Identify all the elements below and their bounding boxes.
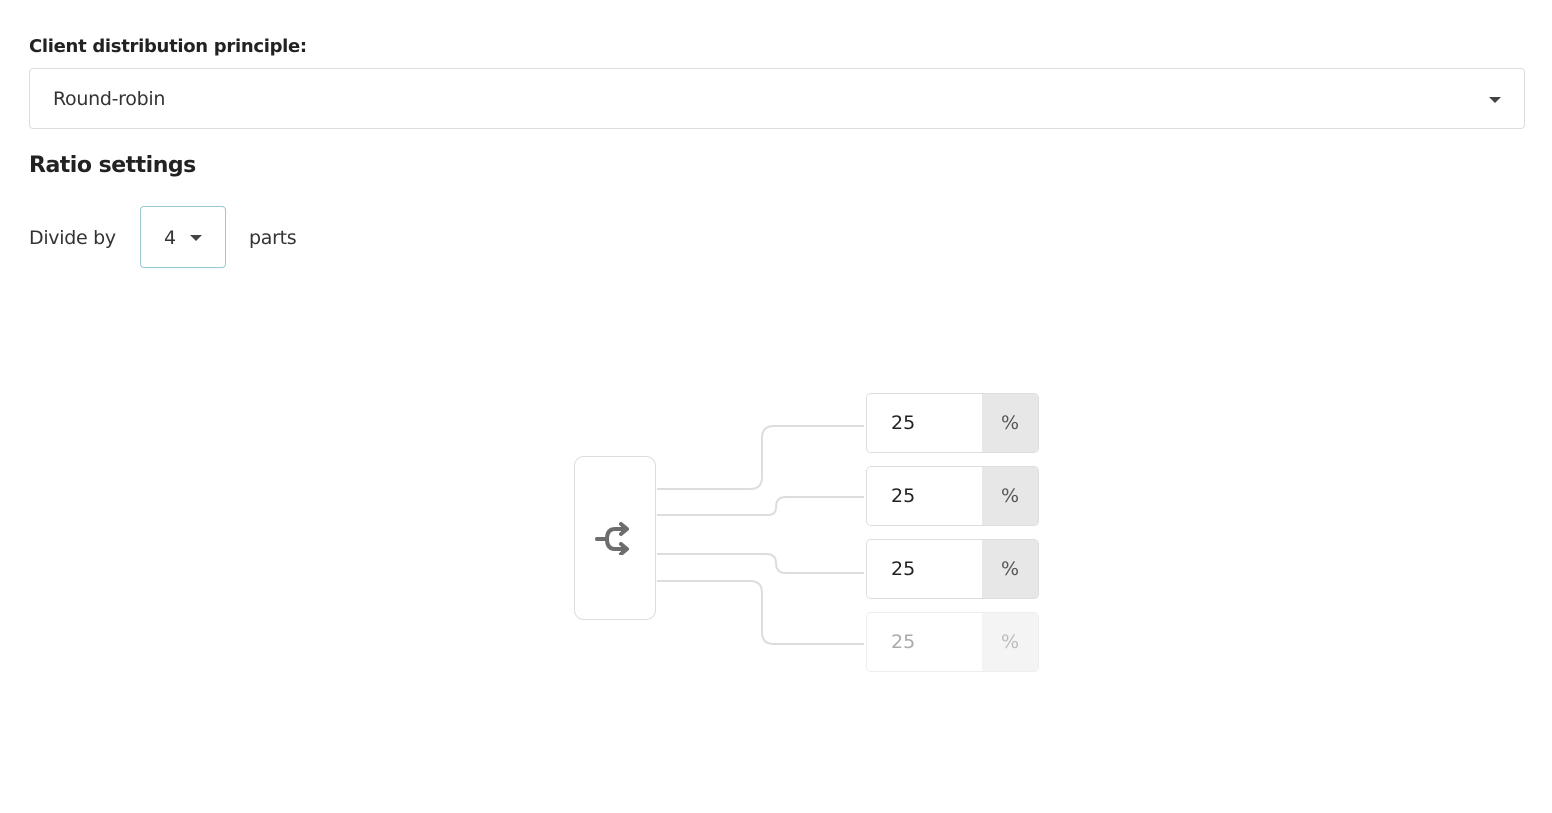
percent-suffix: % [982,540,1038,598]
chevron-down-icon [190,235,202,241]
distribution-selected-value: Round-robin [53,88,166,110]
divide-by-label: Divide by [29,227,116,249]
ratio-part-1: % [866,393,1039,453]
ratio-input-3[interactable] [867,540,982,598]
ratio-input-2[interactable] [867,467,982,525]
distribution-label: Client distribution principle: [29,36,307,57]
split-arrows-icon [595,522,629,555]
connector-line [657,580,864,645]
distribution-select[interactable]: Round-robin [29,68,1525,129]
ratio-part-4: % [866,612,1039,672]
ratio-input-1[interactable] [867,394,982,452]
parts-count-value: 4 [164,227,177,249]
ratio-part-2: % [866,466,1039,526]
parts-label: parts [249,227,297,249]
percent-suffix: % [982,394,1038,452]
ratio-settings-title: Ratio settings [29,153,196,178]
connector-line [657,553,864,574]
connector-line [657,496,864,516]
distribution-hub [574,456,656,620]
percent-suffix: % [982,467,1038,525]
connector-line [657,425,864,490]
ratio-input-4 [867,613,982,671]
ratio-part-3: % [866,539,1039,599]
parts-count-select[interactable]: 4 [140,206,226,268]
chevron-down-icon [1489,97,1501,103]
percent-suffix: % [982,613,1038,671]
